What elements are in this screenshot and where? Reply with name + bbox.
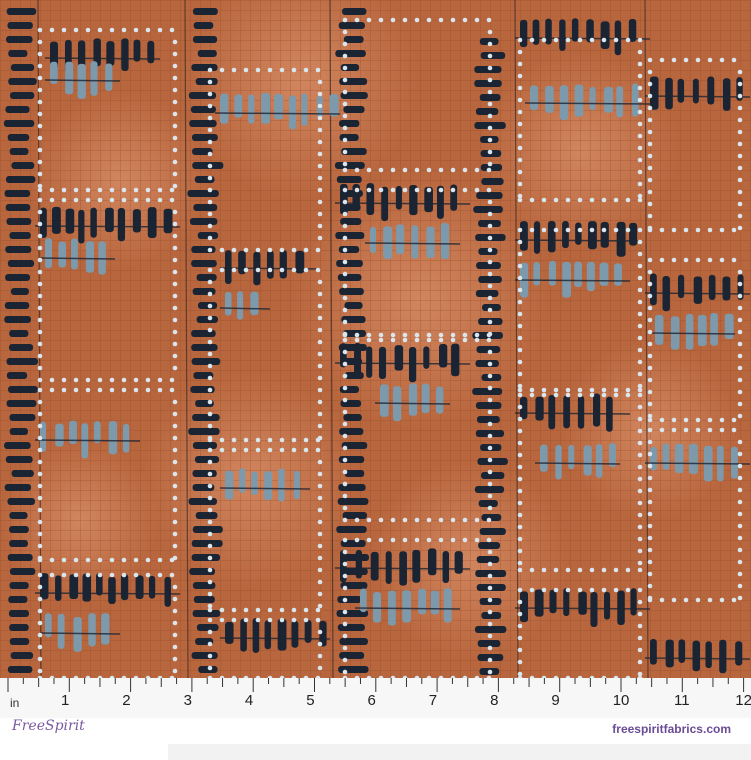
ruler-number: 1 bbox=[61, 692, 70, 709]
brand-logo: FreeSpirit bbox=[12, 718, 85, 734]
ruler-number: 2 bbox=[122, 692, 131, 709]
ruler-number: 6 bbox=[367, 692, 376, 709]
ruler-number: 10 bbox=[612, 692, 630, 709]
ruler-number: 4 bbox=[244, 692, 254, 709]
fabric-swatch-image bbox=[0, 0, 751, 678]
bottom-strip bbox=[168, 744, 751, 760]
ruler-number: 5 bbox=[306, 692, 315, 709]
ruler-unit-label: in bbox=[10, 696, 20, 710]
ruler-number: 3 bbox=[183, 692, 192, 709]
website-url: freespiritfabrics.com bbox=[612, 722, 731, 736]
ruler-number: 11 bbox=[674, 692, 690, 709]
ruler-number: 7 bbox=[428, 692, 438, 709]
ruler-number: 9 bbox=[551, 692, 560, 709]
ruler-number: 8 bbox=[490, 692, 499, 709]
ruler-number: 12 bbox=[735, 692, 751, 709]
